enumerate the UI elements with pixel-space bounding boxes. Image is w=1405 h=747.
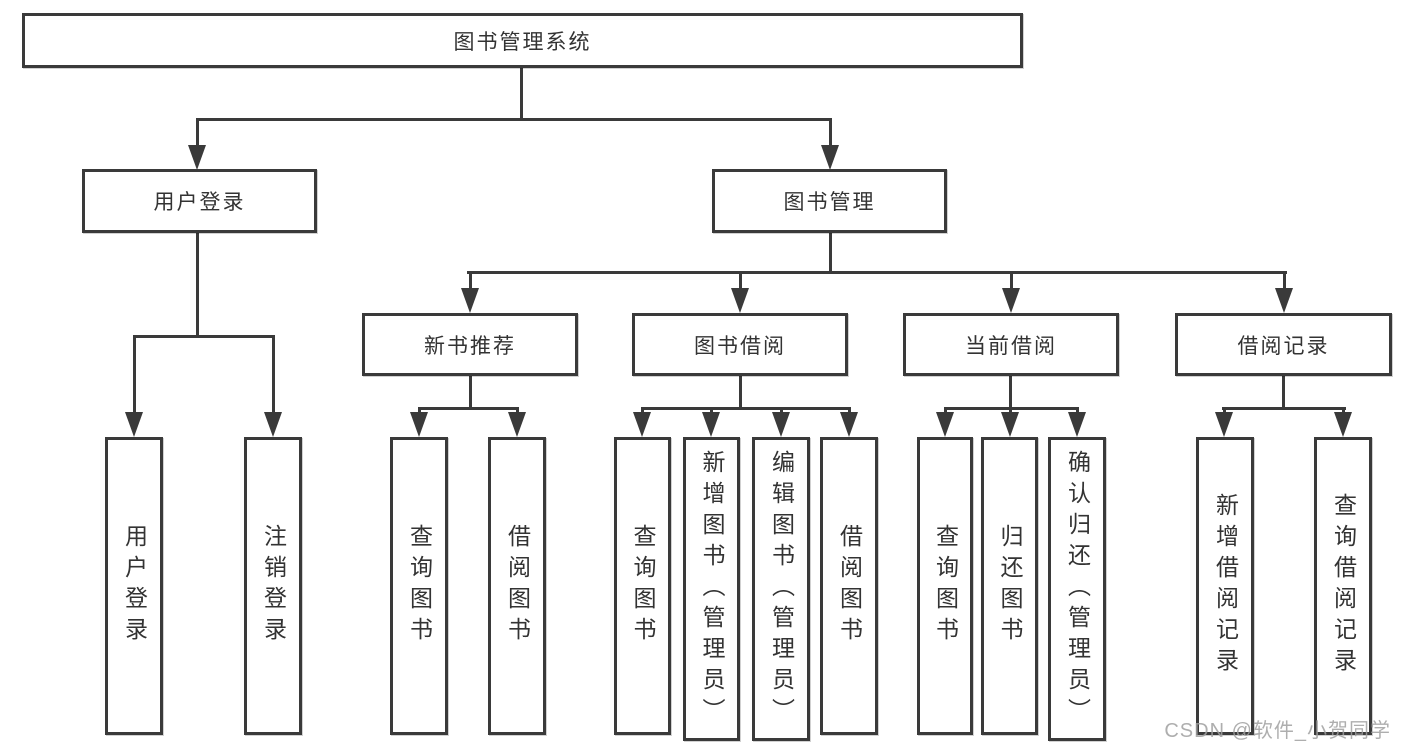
arrow-down-icon [410, 412, 428, 437]
arrow-down-icon [264, 412, 282, 437]
arrow-down-icon [125, 412, 143, 437]
leaf-add-borrow-record: 新增借阅记录 [1196, 437, 1254, 735]
node-new-book-recommendation: 新书推荐 [362, 313, 578, 376]
leaf-query-books: 查询图书 [390, 437, 448, 735]
leaf-label: 查询图书 [630, 524, 656, 648]
arrow-down-icon [1002, 288, 1020, 313]
connector-line [710, 407, 713, 415]
arrow-down-icon [1275, 288, 1293, 313]
leaf-return-books: 归还图书 [981, 437, 1038, 735]
leaf-label: 新增借阅记录 [1212, 493, 1239, 679]
leaf-label: 用户登录 [121, 524, 148, 648]
leaf-edit-books-admin: 编辑图书（管理员） [752, 437, 810, 741]
node-library-management-system: 图书管理系统 [22, 13, 1023, 68]
connector-line [848, 407, 851, 415]
leaf-query-books: 查询图书 [917, 437, 973, 735]
connector-line [469, 376, 472, 410]
leaf-add-books-admin: 新增图书（管理员） [683, 437, 740, 741]
leaf-label: 借阅图书 [836, 524, 863, 648]
connector-line [1282, 376, 1285, 410]
watermark: CSDN @软件_小贺同学 [1164, 720, 1391, 742]
leaf-label: 查询图书 [406, 524, 433, 648]
leaf-borrow-books: 借阅图书 [820, 437, 878, 735]
leaf-label: 确认归还（管理员） [1064, 449, 1091, 729]
connector-line [829, 118, 832, 148]
arrow-down-icon [702, 412, 720, 437]
connector-line [1223, 407, 1226, 415]
leaf-query-borrow-record: 查询借阅记录 [1314, 437, 1372, 735]
connector-line [1283, 271, 1286, 291]
leaf-borrow-books: 借阅图书 [488, 437, 546, 735]
connector-splitter [467, 271, 1287, 274]
arrow-down-icon [936, 412, 954, 437]
connector-line [196, 233, 199, 335]
connector-line [1009, 376, 1012, 410]
arrow-down-icon [840, 412, 858, 437]
leaf-query-books: 查询图书 [614, 437, 671, 735]
connector-line [469, 271, 472, 291]
connector-line [272, 335, 275, 415]
leaf-label: 查询图书 [932, 524, 959, 648]
connector-splitter [641, 407, 850, 410]
connector-line [1076, 407, 1079, 415]
leaf-label: 注销登录 [260, 524, 287, 648]
connector-splitter [1222, 407, 1346, 410]
connector-root-stem [520, 68, 523, 121]
connector-line [418, 407, 421, 415]
connector-splitter [418, 407, 519, 410]
leaf-user-login: 用户登录 [105, 437, 163, 735]
connector-line [739, 271, 742, 291]
arrow-down-icon [772, 412, 790, 437]
connector-line [944, 407, 947, 415]
connector-line [516, 407, 519, 415]
leaf-label: 新增图书（管理员） [699, 449, 725, 729]
leaf-label: 借阅图书 [504, 524, 531, 648]
node-borrowing-records: 借阅记录 [1175, 313, 1392, 376]
arrow-down-icon [1068, 412, 1086, 437]
leaf-label: 归还图书 [997, 524, 1023, 648]
connector-splitter [133, 335, 275, 338]
arrow-down-icon [1215, 412, 1233, 437]
connector-line [1010, 271, 1013, 291]
leaf-confirm-return-admin: 确认归还（管理员） [1048, 437, 1106, 741]
connector-line [739, 376, 742, 410]
arrow-down-icon [188, 145, 206, 170]
arrow-down-icon [461, 288, 479, 313]
arrow-down-icon [821, 145, 839, 170]
leaf-logout: 注销登录 [244, 437, 302, 735]
arrow-down-icon [1001, 412, 1019, 437]
connector-line [780, 407, 783, 415]
arrow-down-icon [508, 412, 526, 437]
leaf-label: 编辑图书（管理员） [768, 449, 795, 729]
arrow-down-icon [731, 288, 749, 313]
connector-line [1342, 407, 1345, 415]
node-book-borrowing: 图书借阅 [632, 313, 848, 376]
arrow-down-icon [1334, 412, 1352, 437]
connector-line [829, 233, 832, 274]
connector-line [1009, 407, 1012, 415]
connector-line [641, 407, 644, 415]
leaf-label: 查询借阅记录 [1330, 493, 1357, 679]
node-user-login: 用户登录 [82, 169, 317, 233]
node-current-borrowing: 当前借阅 [903, 313, 1119, 376]
node-book-management: 图书管理 [712, 169, 947, 233]
connector-level1-splitter [196, 118, 832, 121]
arrow-down-icon [633, 412, 651, 437]
connector-line [133, 335, 136, 415]
connector-line [196, 118, 199, 148]
